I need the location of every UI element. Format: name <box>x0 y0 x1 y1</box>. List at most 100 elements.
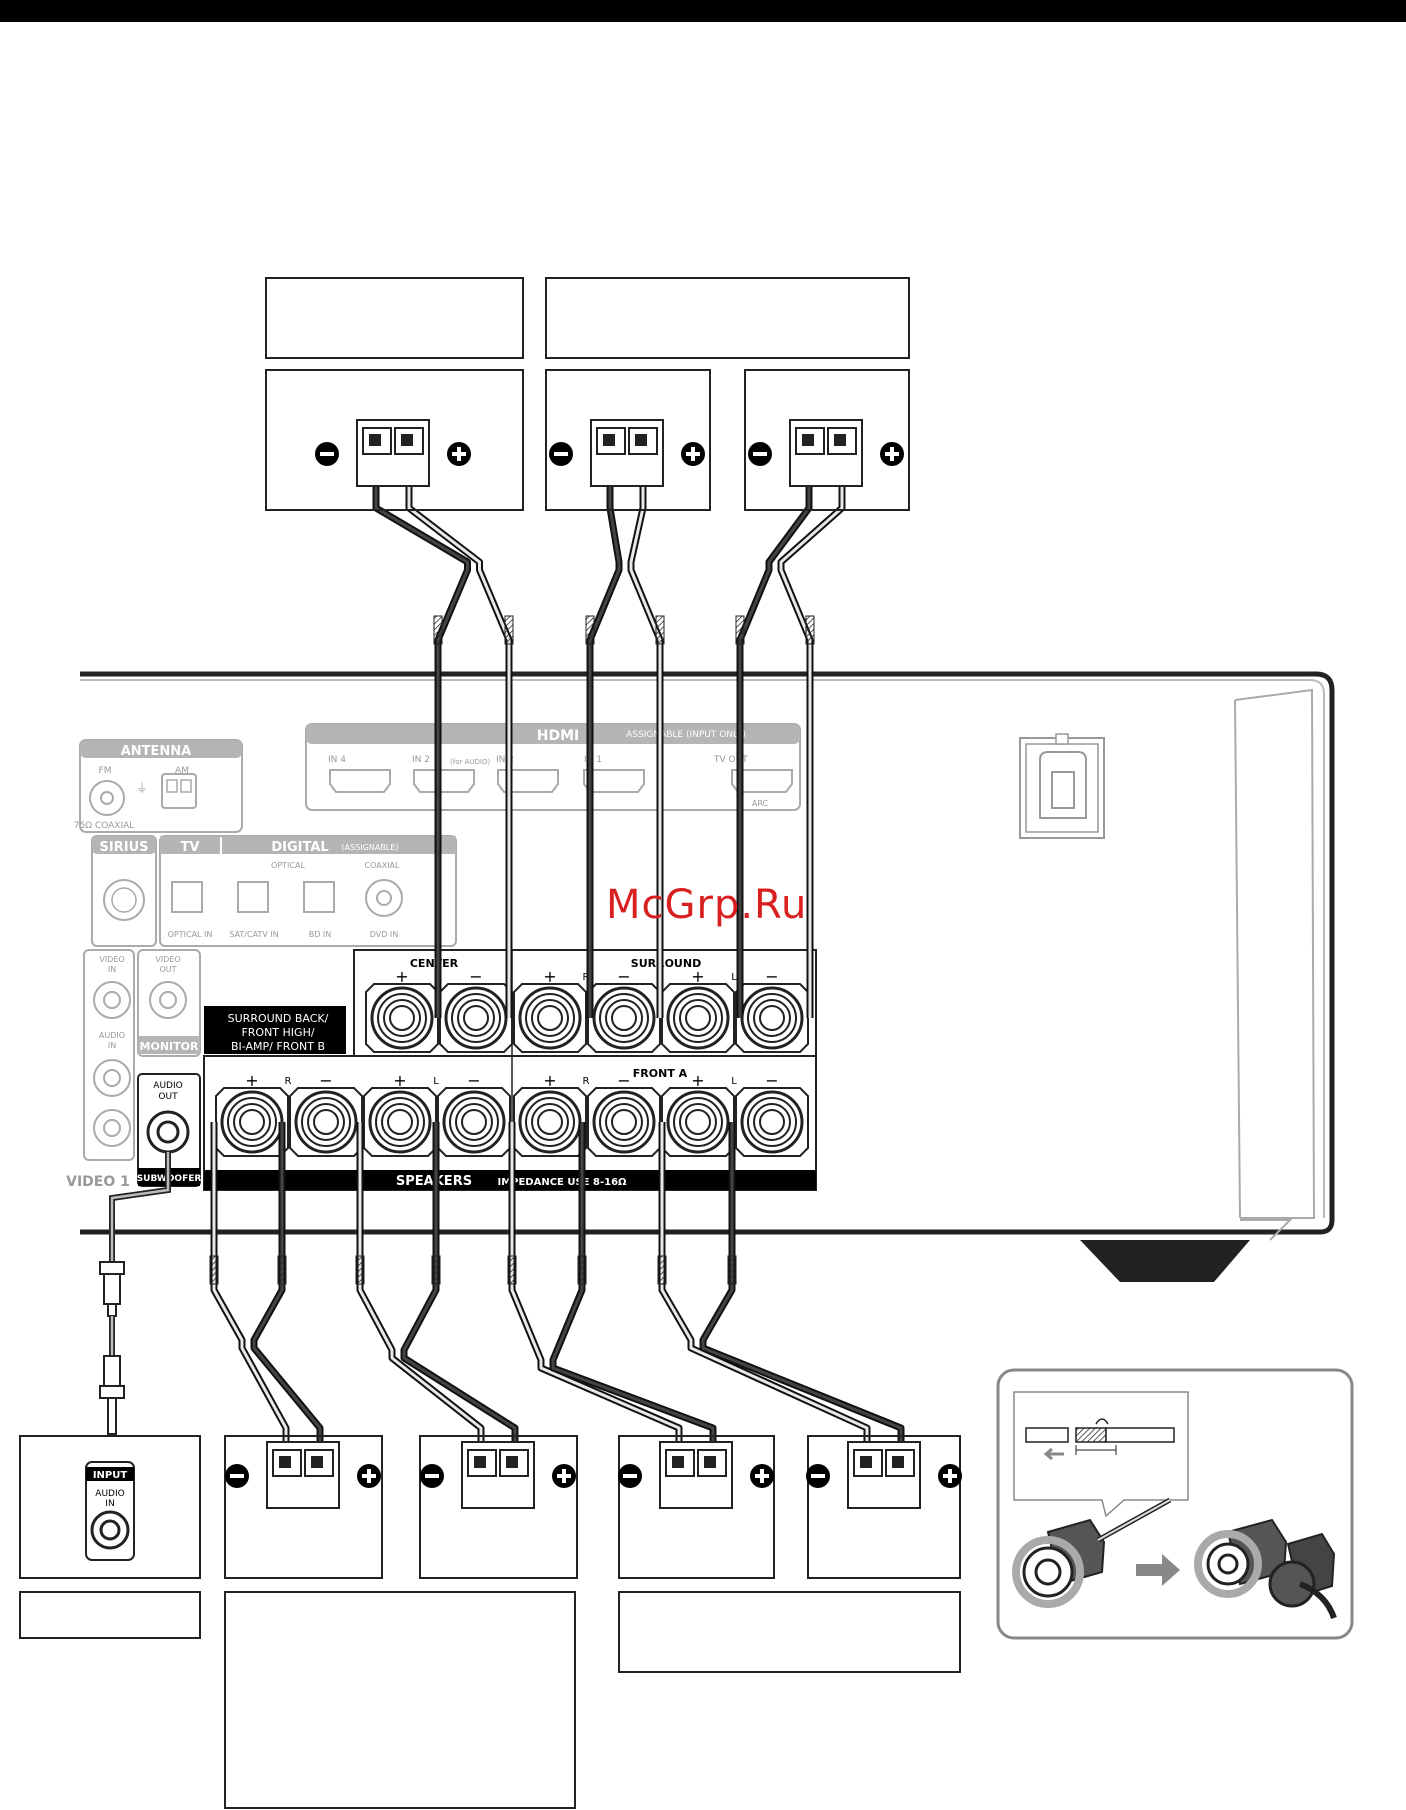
fm-antenna-jack[interactable] <box>89 780 125 816</box>
subwoofer-input-panel: INPUT AUDIO IN <box>85 1461 135 1561</box>
audio-in-jack-r[interactable] <box>93 1109 131 1147</box>
hdmi-port-tv-out[interactable]: TV OUT ARC <box>713 755 793 808</box>
watermark: McGrp.Ru <box>606 882 808 928</box>
svg-text:IN: IN <box>108 1041 116 1050</box>
coaxial-label: 75Ω COAXIAL <box>74 821 135 831</box>
audio-in-jack-l[interactable] <box>93 1059 131 1097</box>
surround-left-speaker-box <box>744 369 910 511</box>
minus-icon <box>549 442 573 466</box>
hdmi-port-in3[interactable]: IN 2 (for AUDIO) <box>412 755 490 793</box>
svg-text:+: + <box>543 967 556 986</box>
svg-text:OUT: OUT <box>158 1092 178 1102</box>
sirius-jack[interactable] <box>103 879 145 921</box>
surround-speakers-label-box <box>545 277 910 359</box>
top-rule <box>0 0 1406 22</box>
terminal-sb-r-plus[interactable]: +R <box>215 1071 292 1157</box>
terminal-sb-l-minus[interactable]: − <box>437 1071 511 1157</box>
surround-left-speaker-terminal <box>748 419 904 487</box>
video-in-jack[interactable] <box>93 981 131 1019</box>
plus-icon <box>880 442 904 466</box>
plus-icon <box>357 1464 381 1488</box>
svg-text:FRONT HIGH/: FRONT HIGH/ <box>241 1026 314 1039</box>
am-antenna-terminal[interactable] <box>161 773 197 809</box>
terminal-surround-r-minus[interactable]: − <box>587 967 661 1053</box>
wire-connection-inset <box>996 1368 1354 1640</box>
am-label: AM <box>175 766 189 776</box>
terminal-sb-r-minus[interactable]: − <box>289 1071 363 1157</box>
svg-text:INPUT: INPUT <box>93 1470 128 1481</box>
binding-post-pair-icon <box>1194 1518 1337 1620</box>
optical-in-tv-jack[interactable] <box>171 881 203 913</box>
hdmi-port-in2[interactable]: IN 2 <box>496 755 559 793</box>
surround-right-speaker-terminal <box>549 419 705 487</box>
terminal-sb-l-plus[interactable]: +L <box>363 1071 439 1157</box>
svg-text:−: − <box>469 967 482 986</box>
terminal-center-minus[interactable]: − <box>439 967 513 1053</box>
subwoofer-input-jack <box>90 1510 130 1550</box>
svg-text:−: − <box>319 1071 332 1090</box>
arrow-right-icon <box>1136 1554 1180 1586</box>
binding-post-icon <box>1012 1497 1172 1608</box>
svg-text:IN 2: IN 2 <box>496 755 514 765</box>
video-audio-section: VIDEO IN AUDIO IN VIDEO 1 VIDEO OUT MONI… <box>66 949 201 1190</box>
svg-text:SAT/CATV IN: SAT/CATV IN <box>229 930 278 939</box>
power-inlet-icon <box>1019 733 1105 839</box>
subwoofer-out-section: AUDIO OUT SUBWOOFER <box>137 1073 201 1187</box>
surround-back-label-box <box>224 1591 576 1809</box>
surround-back-left-speaker-box <box>419 1435 578 1579</box>
terminal-front-r-minus[interactable]: − <box>587 1071 661 1157</box>
surround-label: SURROUND <box>631 957 701 970</box>
svg-text:L: L <box>731 1076 737 1087</box>
svg-text:IN: IN <box>105 1499 114 1509</box>
terminal-center-plus[interactable]: + <box>365 967 439 1053</box>
minus-icon <box>225 1464 249 1488</box>
svg-text:+: + <box>691 967 704 986</box>
minus-icon <box>618 1464 642 1488</box>
tv-digital-section: TV DIGITAL (ASSIGNABLE) OPTICAL COAXIAL … <box>159 835 457 947</box>
svg-text:⏚: ⏚ <box>136 781 148 795</box>
optical-in-sat-jack[interactable] <box>237 881 269 913</box>
antenna-section: ANTENNA FM 75Ω COAXIAL AM ⏚ <box>74 739 243 833</box>
subwoofer-box <box>19 1435 201 1579</box>
svg-text:(ASSIGNABLE): (ASSIGNABLE) <box>342 843 399 852</box>
subwoofer-cable <box>99 1152 171 1435</box>
svg-text:+: + <box>543 1071 556 1090</box>
coaxial-in-dvd-jack[interactable] <box>365 879 403 917</box>
front-left-speaker-box <box>807 1435 961 1579</box>
center-speaker-label-box <box>265 277 524 359</box>
svg-text:OUT: OUT <box>159 965 176 974</box>
hdmi-label: HDMI <box>537 728 579 744</box>
surround-back-label: SURROUND BACK/ <box>228 1012 329 1025</box>
svg-text:−: − <box>617 967 630 986</box>
impedance-label: IMPEDANCE USE 8-16Ω <box>497 1177 627 1188</box>
tv-label: TV <box>181 840 200 855</box>
hdmi-section: HDMI ASSIGNABLE (INPUT ONLY) IN 4 IN 2 (… <box>305 723 801 811</box>
terminal-front-l-plus[interactable]: +L <box>661 1071 737 1157</box>
terminal-front-l-minus[interactable]: − <box>735 1071 809 1157</box>
svg-text:AUDIO: AUDIO <box>153 1081 182 1091</box>
minus-icon <box>315 442 339 466</box>
surround-back-right-speaker-terminal <box>225 1441 381 1509</box>
svg-text:+: + <box>395 967 408 986</box>
terminal-surround-l-plus[interactable]: +L <box>661 967 737 1053</box>
plus-icon <box>552 1464 576 1488</box>
hdmi-port-in4[interactable]: IN 4 <box>328 755 391 793</box>
svg-text:COAXIAL: COAXIAL <box>365 861 401 870</box>
svg-text:DVD IN: DVD IN <box>370 930 399 939</box>
center-speaker-box <box>265 369 524 511</box>
sirius-section: SIRIUS <box>91 835 157 947</box>
optical-in-bd-jack[interactable] <box>303 881 335 913</box>
svg-text:−: − <box>765 967 778 986</box>
front-right-speaker-terminal <box>618 1441 774 1509</box>
video-out-jack[interactable] <box>149 981 187 1019</box>
center-label: CENTER <box>410 957 459 970</box>
terminal-surround-r-plus[interactable]: +R <box>513 967 590 1053</box>
antenna-label: ANTENNA <box>121 744 192 759</box>
svg-text:IN 2: IN 2 <box>412 755 430 765</box>
terminal-surround-l-minus[interactable]: − <box>735 967 809 1053</box>
svg-text:L: L <box>731 972 737 983</box>
subwoofer-out-jack[interactable] <box>146 1110 190 1154</box>
svg-text:(for AUDIO): (for AUDIO) <box>450 758 490 766</box>
terminal-front-r-plus[interactable]: +R <box>513 1071 590 1157</box>
svg-text:TV OUT: TV OUT <box>713 755 748 765</box>
